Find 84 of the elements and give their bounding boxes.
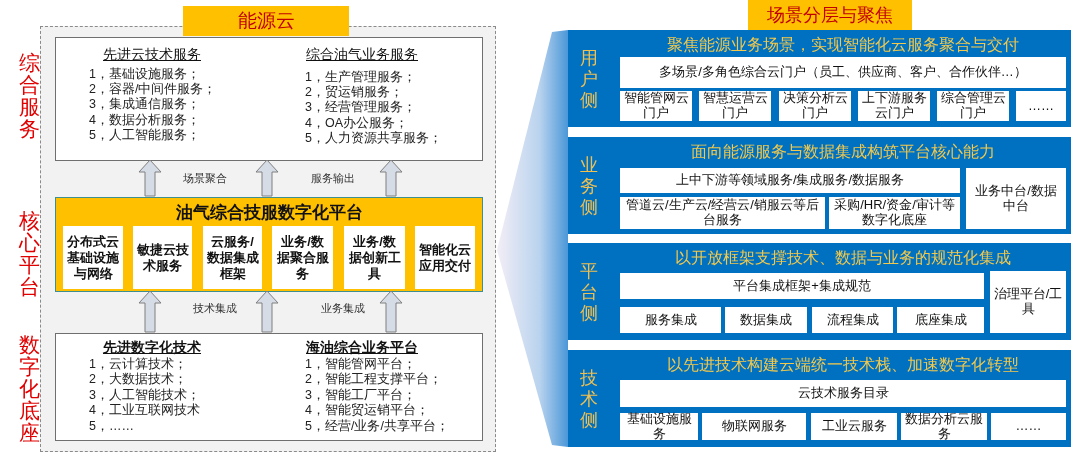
layer-label: 业务侧	[579, 154, 599, 217]
list-item: 4，工业互联网技术	[89, 403, 200, 419]
content-box: ……	[991, 413, 1066, 440]
layer-band	[568, 350, 1071, 447]
capability-box: 业务/数据创新工具	[344, 226, 405, 289]
content-box: 上下游服务云门户	[858, 91, 930, 121]
content-box: 云技术服务目录	[620, 380, 1066, 407]
list-item: 3，人工智能技术；	[89, 387, 200, 403]
side-label: 综合服务	[18, 52, 40, 140]
list-item: 1，基础设施服务；	[89, 67, 200, 82]
column-heading: 先进数字化技术	[103, 339, 201, 357]
title-tab: 场景分层与聚焦	[748, 0, 912, 30]
content-box: 采购/HR/资金/审计等数字化底座	[829, 197, 960, 229]
title-tab: 能源云	[183, 6, 349, 36]
content-box	[55, 333, 483, 441]
content-box: 流程集成	[812, 307, 893, 333]
band-title: 面向能源服务与数据集成构筑平台核心能力	[690, 142, 996, 162]
side-label: 数字化底座	[18, 334, 40, 444]
block-arrow	[379, 159, 403, 197]
band-title: 以先进技术构建云端统一技术栈、加速数字化转型	[666, 355, 1020, 375]
list-item: 5，经营/业务/共享平台；	[305, 418, 449, 434]
flow-label: 场景聚合	[183, 171, 227, 186]
block-arrow	[255, 159, 279, 197]
content-box: 业务中台/数据中台	[966, 168, 1066, 229]
list-item: 4，OA办公服务；	[305, 115, 408, 131]
capability-box: 智能化云应用交付	[415, 226, 475, 289]
list-item: 5，人力资源共享服务；	[305, 130, 442, 146]
content-box: 底座集成	[897, 307, 984, 333]
layer-label: 技术侧	[579, 367, 599, 430]
flow-label: 技术集成	[193, 301, 237, 316]
content-box: 智慧运营云门户	[699, 91, 771, 121]
block-arrow	[379, 290, 403, 333]
flow-label: 业务集成	[321, 301, 365, 316]
content-box: 管道云/生产云/经营云/销服云等后台服务	[620, 197, 825, 229]
content-box: 治理平台/工具	[990, 271, 1066, 333]
content-box: 上中下游等领域服务/集成服务/数据服务	[620, 168, 960, 193]
layer-band	[568, 30, 1071, 127]
layer-label: 平台侧	[579, 260, 599, 323]
platform-title: 油气综合技服数字化平台	[174, 202, 364, 224]
content-box: 综合管理云门户	[937, 91, 1009, 121]
band-title: 聚焦能源业务场景，实现智能化云服务聚合与交付	[666, 35, 1020, 55]
content-box	[55, 37, 483, 161]
list-item: 3，经营管理服务；	[305, 100, 416, 116]
list-item: 2，容器/中间件服务；	[89, 82, 217, 97]
content-box: 平台集成框架+集成规范	[620, 273, 984, 299]
list-item: 1，智能管网平台；	[305, 357, 416, 372]
list-item: 3，集成通信服务；	[89, 97, 200, 113]
layer-label: 用户侧	[579, 47, 599, 110]
list-item: 4，智能贸运销平台；	[305, 403, 429, 419]
content-box: 基础设施服务	[620, 413, 698, 440]
layer-band	[568, 243, 1071, 340]
platform-box	[55, 197, 483, 292]
band-title: 以开放框架支撑技术、数据与业务的规范化集成	[674, 248, 1012, 268]
column-heading: 海油综合业务平台	[306, 339, 418, 357]
content-box: 物联网服务	[702, 413, 806, 440]
list-item: 2，智能工程支撑平台；	[305, 372, 442, 388]
flow-label: 服务输出	[311, 171, 355, 186]
list-item: 1，云计算技术；	[89, 357, 187, 372]
list-item: 5，……	[89, 418, 134, 434]
list-item: 4，数据分析服务；	[89, 112, 200, 128]
content-box: 多场景/多角色综合云门户（员工、供应商、客户、合作伙伴…）	[620, 57, 1066, 88]
list-item: 2，贸运销服务；	[305, 85, 403, 100]
layer-band	[568, 137, 1071, 234]
content-box: 工业云服务	[811, 413, 897, 440]
content-box: 决策分析云门户	[779, 91, 851, 121]
list-item: 2，大数据技术；	[89, 372, 187, 388]
block-arrow	[138, 159, 162, 197]
content-box: 智能管网云门户	[620, 91, 692, 121]
block-arrow	[138, 290, 162, 333]
capability-box: 分布式云基础设施与网络	[63, 226, 123, 289]
list-item: 1，生产管理服务；	[305, 70, 416, 85]
list-item: 5，人工智能服务；	[89, 127, 200, 143]
content-box: 数据分析云服务	[901, 413, 987, 440]
capability-box: 云服务/数据集成框架	[203, 226, 262, 289]
content-box: 服务集成	[620, 307, 721, 333]
content-box: ……	[1016, 91, 1066, 121]
list-item: 3，智能工厂平台；	[305, 387, 416, 403]
side-label: 核心平台	[18, 210, 40, 298]
column-heading: 先进云技术服务	[103, 46, 201, 64]
capability-box: 业务/数据聚合服务	[272, 226, 333, 289]
capability-box: 敏捷云技术服务	[133, 226, 192, 289]
content-box: 数据集成	[725, 307, 807, 333]
block-arrow	[255, 290, 279, 333]
column-heading: 综合油气业务服务	[306, 46, 418, 64]
